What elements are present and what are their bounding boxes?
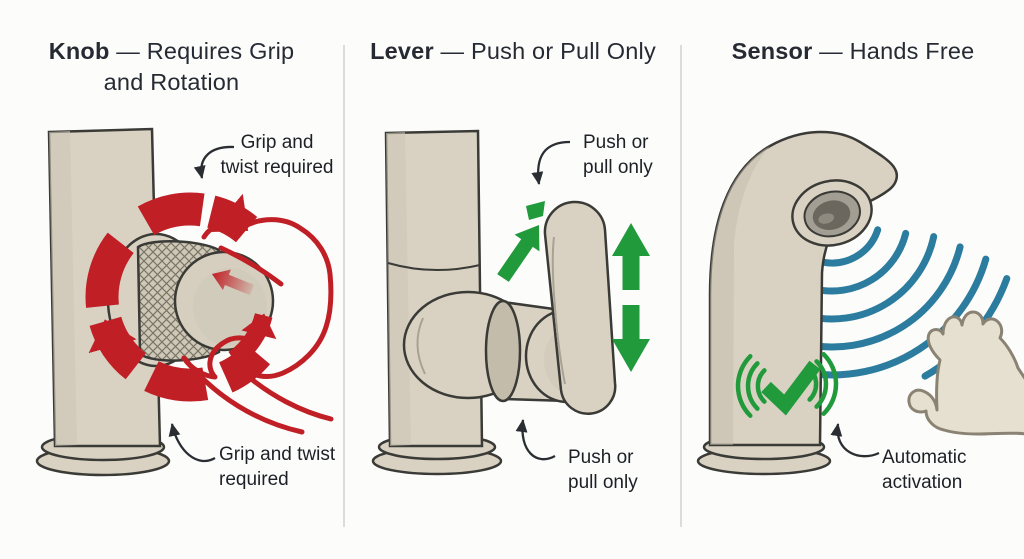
gripping-hand <box>181 217 334 435</box>
panel-sensor-title-rest: Hands Free <box>849 38 975 64</box>
annotation-push-pull-top: Push or pull only <box>583 132 653 178</box>
panel-sensor-title-keyword: Sensor <box>731 38 813 64</box>
up-arrow <box>612 223 650 290</box>
knob-faucet-illustration <box>35 127 334 477</box>
user-hand <box>907 310 1024 436</box>
panel-sensor-title-separator: — <box>812 38 850 64</box>
sensor-waves <box>801 226 1011 380</box>
panel-knob-title-keyword: Knob <box>48 38 110 64</box>
lever-handle <box>543 200 617 415</box>
annotation-push-pull-bottom: Push or pull only <box>568 447 638 493</box>
activation-checkmark-icon <box>735 352 839 418</box>
panel-divider <box>343 45 345 527</box>
annotation-automatic-activation: Automatic activation <box>882 447 967 493</box>
panel-sensor: Sensor — Hands Free <box>682 0 1024 559</box>
push-pull-arrows <box>497 201 650 372</box>
panel-knob-title-separator: — <box>109 38 147 64</box>
leader-arrow-top <box>531 140 571 185</box>
lever-target-mark <box>526 201 545 220</box>
leader-arrow-bottom <box>168 423 216 463</box>
panel-knob-title-rest: Requires Grip and Rotation <box>103 38 295 95</box>
panel-lever-title-separator: — <box>433 38 471 64</box>
diagonal-arrow <box>497 225 540 282</box>
down-arrow <box>612 305 650 372</box>
annotation-grip-twist-bottom: Grip and twist required <box>219 444 336 490</box>
lever-faucet-illustration <box>371 129 650 476</box>
panel-sensor-title: Sensor — Hands Free <box>682 36 1024 67</box>
twist-direction-arrow <box>212 269 254 296</box>
sensor-lens <box>791 179 873 247</box>
panel-lever-title-rest: Push or Pull Only <box>470 38 656 64</box>
panel-knob: Knob — Requires Grip and Rotation <box>0 0 343 559</box>
sensor-faucet-illustration <box>696 130 1024 476</box>
panel-divider <box>680 45 682 527</box>
panel-lever-title-keyword: Lever <box>370 38 434 64</box>
panel-lever: Lever — Push or Pull Only <box>345 0 681 559</box>
panel-knob-title: Knob — Requires Grip and Rotation <box>41 36 303 98</box>
annotation-grip-twist-top: Grip and twist required <box>220 132 334 178</box>
leader-arrow-bottom <box>515 419 556 461</box>
leader-arrow-top <box>193 145 235 179</box>
panel-lever-title: Lever — Push or Pull Only <box>345 36 681 67</box>
leader-arrow-bottom <box>830 423 880 458</box>
